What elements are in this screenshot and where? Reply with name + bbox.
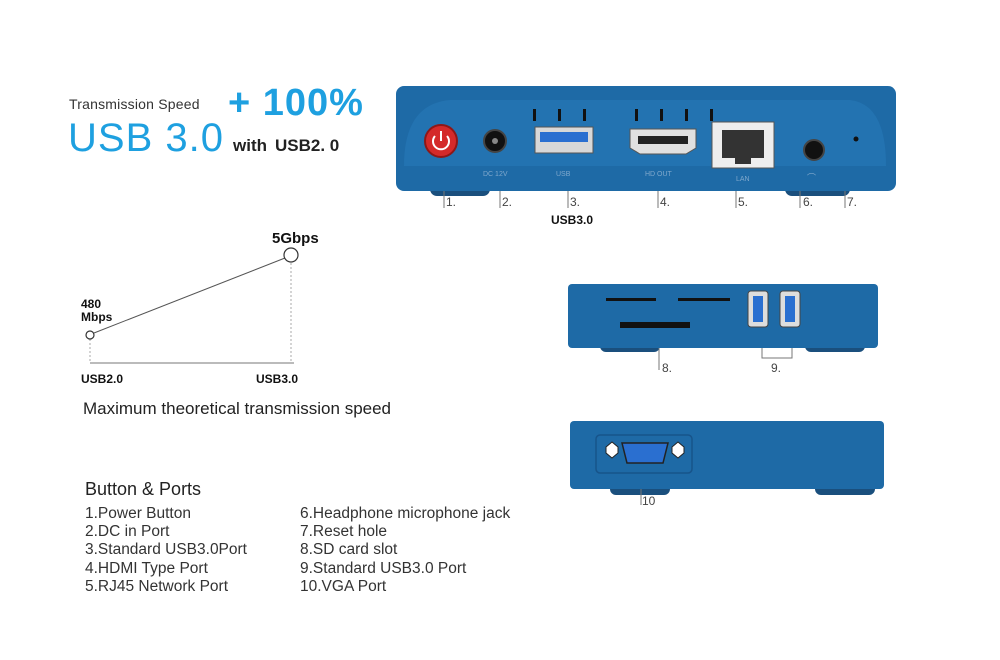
callout-7: 7. <box>847 195 858 209</box>
callout-5: 5. <box>738 195 749 209</box>
side-panel-device <box>568 284 878 370</box>
list-item: 1.Power Button <box>85 505 191 522</box>
sd-slot-icons <box>606 298 730 328</box>
list-item: 9.Standard USB3.0 Port <box>300 559 467 577</box>
rear-panel-device: DC 12V USB HD OUT LAN ⌒ <box>396 86 896 208</box>
usb3-caption: USB3.0 <box>551 213 594 227</box>
vent-slots <box>533 109 713 121</box>
vga-screw-icon <box>605 441 619 459</box>
device-body <box>570 421 884 489</box>
list-item: 6.Headphone microphone jack <box>300 505 511 522</box>
usb2-label: USB2. 0 <box>275 136 340 155</box>
dc-port-label: DC 12V <box>483 171 508 178</box>
ports-list-title: Button & Ports <box>85 479 202 499</box>
chart-caption: Maximum theoretical transmission speed <box>83 399 392 418</box>
list-item: 7.Reset hole <box>300 523 388 541</box>
vga-panel-device <box>570 421 884 505</box>
usb3-axis-label: USB3.0 <box>256 372 299 386</box>
high-speed-label: 5Gbps <box>272 230 319 247</box>
with-label: with <box>233 136 267 155</box>
vga-port-icon <box>621 442 669 464</box>
callout-2: 2. <box>502 195 513 209</box>
ports-list-col1: 1.Power Button 2.DC in Port 3.Standard U… <box>85 505 247 596</box>
callout-4: 4. <box>660 195 671 209</box>
vga-screw-icon <box>671 441 685 459</box>
transmission-speed-label: Transmission Speed <box>69 96 200 112</box>
callout-1: 1. <box>446 195 457 209</box>
list-item: 10.VGA Port <box>300 577 387 595</box>
callout-3: 3. <box>570 195 581 209</box>
usb2-point <box>85 330 95 340</box>
usb3-headline: USB 3.0 <box>68 116 224 160</box>
hdmi-port-label: HD OUT <box>645 171 673 178</box>
callout-6: 6. <box>803 195 814 209</box>
usb-port-label: USB <box>556 171 571 178</box>
list-item: 3.Standard USB3.0Port <box>85 541 247 559</box>
usb3-point <box>283 247 299 263</box>
callout-9: 9. <box>771 361 782 375</box>
headphone-jack-icon <box>803 139 825 161</box>
device-body <box>568 284 878 348</box>
ports-list-col2: 6.Headphone microphone jack 7.Reset hole… <box>300 505 510 596</box>
list-item: 8.SD card slot <box>300 541 398 559</box>
list-item: 4.HDMI Type Port <box>85 559 208 577</box>
low-speed-label: 480 Mbps <box>81 297 113 324</box>
callout-10: 10 <box>642 494 656 508</box>
list-item: 2.DC in Port <box>85 523 170 541</box>
usb2-axis-label: USB2.0 <box>81 372 124 386</box>
lan-port-label: LAN <box>736 176 750 183</box>
speed-chart <box>85 247 299 364</box>
headphone-symbol: ⌒ <box>807 173 816 183</box>
speed-increase-label: + 100% <box>228 82 364 124</box>
list-item: 5.RJ45 Network Port <box>85 577 228 595</box>
speed-line <box>93 257 286 334</box>
reset-hole-icon <box>853 136 859 142</box>
power-symbol <box>432 135 450 151</box>
callout-8: 8. <box>662 361 673 375</box>
